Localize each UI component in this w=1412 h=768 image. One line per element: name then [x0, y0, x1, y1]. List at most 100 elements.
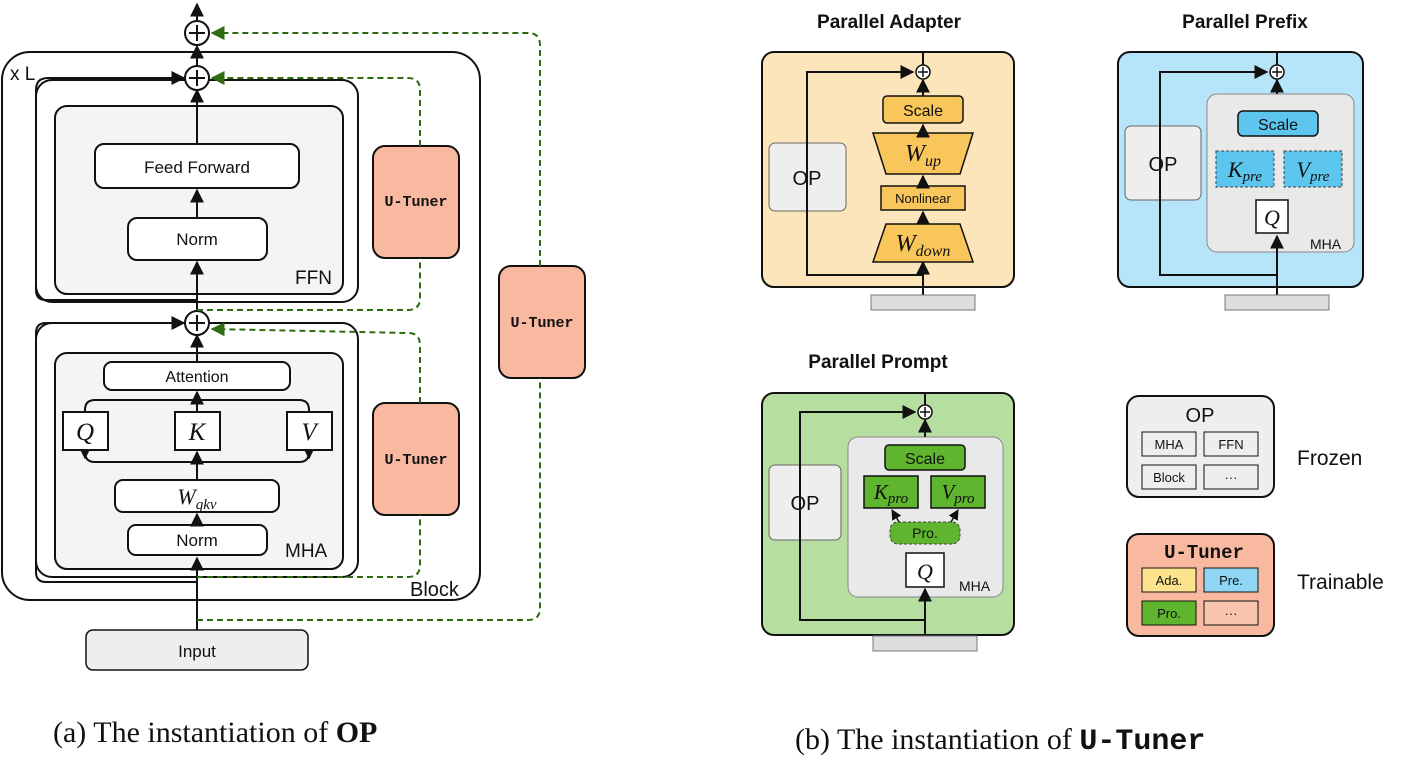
legend-op-item-box — [1203, 464, 1259, 490]
parallel-prefix-panel: Parallel Prefix OP MHA Q Kpre Vpre Scale — [1117, 12, 1364, 311]
prefix-q-label: Q — [1264, 205, 1280, 230]
k-label: K — [188, 419, 207, 446]
legend-tuner-item-box — [1203, 567, 1259, 593]
tuner-outer-label: U-Tuner — [510, 315, 573, 332]
tuner-ffn-label: U-Tuner — [384, 194, 447, 211]
legend-trainable-label: Trainable — [1297, 571, 1384, 594]
legend-op-item-box — [1141, 464, 1197, 490]
tuner-mha-in-path — [197, 515, 421, 578]
legend-op-item: ··· — [1225, 470, 1238, 485]
legend-op-item-box — [1141, 431, 1197, 457]
prompt-input-bar — [872, 635, 978, 652]
block-label: Block — [410, 579, 460, 601]
prompt-v-box — [930, 475, 986, 509]
tuner-outer-box — [498, 265, 586, 379]
w-up-label: Wup — [905, 141, 941, 170]
pro-to-v-arrow — [948, 509, 959, 523]
plus-node-ffn — [184, 65, 210, 91]
mha-norm-label: Norm — [176, 531, 218, 550]
prefix-mha-label: MHA — [1310, 236, 1342, 252]
input-label: Input — [178, 642, 216, 661]
prefix-scale-box — [1237, 110, 1319, 137]
prefix-k-box — [1215, 150, 1275, 188]
v-box — [286, 411, 333, 451]
pro-to-k-arrow — [891, 509, 902, 523]
w-down-label: Wdown — [896, 231, 951, 260]
prefix-scale-label: Scale — [1258, 117, 1298, 134]
adapter-scale-label: Scale — [903, 103, 943, 120]
w-down-trapezoid — [871, 223, 975, 263]
mha-label: MHA — [285, 541, 328, 562]
q-label: Q — [76, 419, 94, 446]
prompt-q-label: Q — [917, 559, 933, 584]
v-label: V — [301, 419, 319, 446]
nonlinear-label: Nonlinear — [895, 191, 951, 206]
prefix-plus-node — [1269, 64, 1285, 80]
plus-node-mha — [184, 310, 210, 336]
legend-op-item: FFN — [1218, 437, 1243, 452]
prefix-op-label: OP — [1149, 154, 1178, 176]
ffn-residual-path — [35, 71, 197, 301]
legend-frozen-label: Frozen — [1297, 447, 1362, 470]
prompt-title: Parallel Prompt — [808, 352, 948, 373]
tuner-mha-box — [372, 402, 460, 516]
prompt-mha-label: MHA — [959, 578, 991, 594]
legend-tuner-item: Pre. — [1219, 573, 1243, 588]
plus-node-top — [184, 20, 210, 46]
legend-tuner-item-box — [1141, 600, 1197, 626]
legend-op-title: OP — [1186, 405, 1215, 427]
tuner-ffn-in-path — [197, 258, 421, 311]
prefix-input-bar — [1224, 294, 1330, 311]
adapter-title: Parallel Adapter — [817, 12, 962, 33]
ffn-norm-label: Norm — [176, 230, 218, 249]
legend-tuner-item-box — [1141, 567, 1197, 593]
parallel-prompt-panel: Parallel Prompt OP MHA Q Pro. Kpro Vpro … — [761, 352, 1015, 652]
ffn-box — [54, 105, 344, 295]
ffn-label: FFN — [295, 268, 332, 289]
attention-label: Attention — [165, 369, 228, 386]
mha-residual-path — [35, 316, 197, 583]
tuner-ffn-out-path — [210, 71, 421, 146]
prompt-op-box — [768, 464, 842, 541]
prompt-k-label: Kpro — [873, 480, 909, 507]
q-box — [62, 411, 109, 451]
prompt-scale-box — [884, 444, 966, 471]
legend-op-item: Block — [1153, 470, 1185, 485]
prompt-op-label: OP — [791, 493, 820, 515]
legend-tuner-title: U-Tuner — [1164, 542, 1244, 564]
prefix-q-box — [1255, 199, 1289, 234]
legend-tuner-item: Ada. — [1156, 573, 1183, 588]
prefix-v-box — [1283, 150, 1343, 188]
repeat-label: x L — [10, 64, 35, 85]
legend-op-item-box — [1203, 431, 1259, 457]
tuner-mha-label: U-Tuner — [384, 452, 447, 469]
prompt-scale-label: Scale — [905, 451, 945, 468]
legend-tuner-item: ··· — [1225, 606, 1238, 621]
wqkv-label: Wqkv — [177, 484, 216, 513]
adapter-input-bar — [870, 294, 976, 311]
legend-tuner-item-box — [1203, 600, 1259, 626]
prompt-q-box — [905, 552, 945, 588]
prefix-title: Parallel Prefix — [1182, 12, 1308, 33]
w-up-trapezoid — [871, 132, 975, 175]
block-container — [1, 51, 481, 601]
panel-a: x L Block FFN Feed Forward Norm MHA Atte… — [1, 2, 586, 671]
nonlinear-box — [880, 185, 966, 211]
prompt-pro-label: Pro. — [912, 525, 938, 541]
parallel-adapter-panel: Parallel Adapter OP Wdown Nonlinear Wup … — [761, 12, 1015, 311]
prefix-v-label: Vpre — [1297, 157, 1330, 185]
feed-forward-label: Feed Forward — [144, 158, 250, 177]
caption-a: (a) The instantiation of OP — [53, 716, 377, 749]
caption-b: (b) The instantiation of U-Tuner — [795, 723, 1205, 759]
adapter-plus-node — [915, 64, 931, 80]
prefix-op-box — [1124, 125, 1202, 201]
tuner-ffn-box — [372, 145, 460, 259]
legend: OP MHA FFN Block ··· Frozen U-Tuner Ada.… — [1126, 395, 1384, 637]
input-box — [85, 629, 309, 671]
legend-tuner-item: Pro. — [1157, 606, 1181, 621]
legend-op-item: MHA — [1155, 437, 1184, 452]
prompt-v-label: Vpro — [941, 480, 975, 507]
tuner-outer-out-path — [210, 26, 541, 266]
prefix-k-label: Kpre — [1227, 157, 1262, 185]
